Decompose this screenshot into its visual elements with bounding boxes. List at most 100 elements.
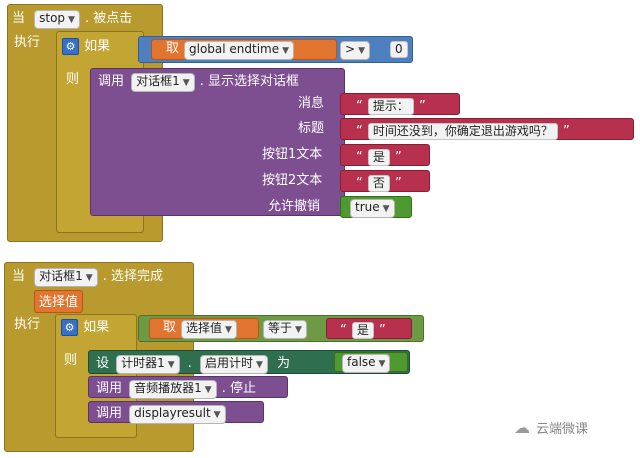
quote-close: ” bbox=[418, 99, 426, 114]
get-label: 取 bbox=[166, 41, 180, 56]
call-procedure-header: 调用 displayresult▼ bbox=[96, 402, 226, 424]
if-header-1: ⚙ 如果 bbox=[62, 35, 110, 57]
property-dropdown[interactable]: 启用计时▼ bbox=[200, 355, 268, 374]
button2-param-label: 按钮2文本 bbox=[262, 173, 323, 188]
when-label: 当 bbox=[12, 269, 26, 284]
component-dropdown-stop[interactable]: stop▼ bbox=[34, 10, 80, 29]
chevron-down-icon: ▼ bbox=[378, 359, 386, 369]
param-dropdown[interactable]: 选择值▼ bbox=[181, 320, 237, 339]
false-dropdown[interactable]: false▼ bbox=[342, 354, 391, 373]
component-name: 对话框1 bbox=[39, 269, 83, 283]
variable-dropdown-endtime[interactable]: global endtime▼ bbox=[184, 41, 295, 60]
title-string: “ 时间还没到，你确定退出游戏吗？ ” bbox=[356, 120, 570, 141]
quote-open: “ bbox=[356, 150, 363, 165]
timer-name: 计时器1 bbox=[121, 356, 165, 370]
yes-value[interactable]: 是 bbox=[351, 322, 374, 339]
quote-close: ” bbox=[394, 150, 402, 165]
player-dropdown[interactable]: 音频播放器1▼ bbox=[129, 380, 217, 399]
do-label: 执行 bbox=[14, 35, 41, 50]
cancelable-param-label: 允许撤销 bbox=[268, 199, 321, 214]
button1-value[interactable]: 是 bbox=[367, 149, 390, 166]
chevron-down-icon: ▼ bbox=[282, 46, 290, 56]
gear-icon[interactable]: ⚙ bbox=[62, 38, 79, 55]
call-label: 调用 bbox=[96, 381, 123, 396]
call-label: 调用 bbox=[96, 406, 123, 421]
wechat-icon: ☁ bbox=[514, 418, 530, 437]
true-dropdown[interactable]: true▼ bbox=[350, 199, 395, 218]
dialog-name: 对话框1 bbox=[136, 74, 180, 88]
param-name: 选择值 bbox=[186, 321, 223, 335]
chevron-down-icon: ▼ bbox=[295, 325, 302, 335]
quote-close: ” bbox=[394, 176, 402, 191]
chevron-down-icon: ▼ bbox=[182, 78, 190, 88]
procedure-name: displayresult bbox=[134, 406, 211, 420]
event-name: . 选择完成 bbox=[102, 269, 164, 284]
quote-close: ” bbox=[378, 323, 386, 338]
button2-value[interactable]: 否 bbox=[367, 175, 390, 192]
chevron-down-icon: ▼ bbox=[85, 273, 93, 283]
quote-close: ” bbox=[562, 124, 570, 139]
component-name: stop bbox=[39, 11, 66, 25]
method-name: . 显示选择对话框 bbox=[199, 74, 300, 89]
chevron-down-icon: ▼ bbox=[358, 46, 365, 56]
equals-value: 等于 bbox=[268, 321, 293, 335]
chevron-down-icon: ▼ bbox=[256, 360, 263, 370]
equals-dropdown[interactable]: 等于▼ bbox=[263, 320, 307, 339]
event-header-1: 当 stop▼ . 被点击 bbox=[12, 7, 132, 29]
if-label: 如果 bbox=[84, 39, 111, 54]
param-label: 选择值 bbox=[39, 295, 79, 310]
false-value: false bbox=[347, 355, 376, 369]
quote-open: “ bbox=[356, 99, 363, 114]
button2-string: “ 否 ” bbox=[356, 172, 402, 193]
message-string: “ 提示： ” bbox=[356, 95, 426, 116]
dot-label: . bbox=[187, 356, 192, 371]
if-label: 如果 bbox=[83, 320, 110, 335]
operator-dropdown[interactable]: >▼ bbox=[340, 41, 370, 60]
variable-name: global endtime bbox=[189, 42, 280, 56]
procedure-dropdown[interactable]: displayresult▼ bbox=[129, 405, 226, 424]
event-header-2: 当 对话框1▼ . 选择完成 bbox=[12, 265, 163, 287]
event-name: . 被点击 bbox=[85, 11, 133, 26]
message-value[interactable]: 提示： bbox=[367, 98, 414, 115]
call-player-header: 调用 音频播放器1▼ . 停止 bbox=[96, 377, 256, 399]
chevron-down-icon: ▼ bbox=[167, 360, 175, 370]
operator-value: > bbox=[345, 42, 356, 56]
property-name: 启用计时 bbox=[205, 356, 254, 370]
quote-open: “ bbox=[356, 176, 363, 191]
button1-string: “ 是 ” bbox=[356, 146, 402, 167]
message-param-label: 消息 bbox=[298, 96, 325, 111]
chevron-down-icon: ▼ bbox=[204, 385, 212, 395]
param-chip[interactable]: 选择值 bbox=[34, 290, 84, 313]
player-name: 音频播放器1 bbox=[134, 381, 202, 395]
stop-method: . 停止 bbox=[221, 381, 257, 396]
chevron-down-icon: ▼ bbox=[382, 204, 390, 214]
title-param-label: 标题 bbox=[298, 121, 325, 136]
component-dropdown-dialog[interactable]: 对话框1▼ bbox=[34, 268, 98, 287]
call-header: 调用 对话框1▼ . 显示选择对话框 bbox=[98, 70, 299, 92]
do-label: 执行 bbox=[14, 317, 41, 332]
get-label: 取 bbox=[163, 320, 177, 335]
number-zero[interactable]: 0 bbox=[390, 41, 408, 58]
call-show-chooser-block[interactable] bbox=[90, 68, 345, 216]
chevron-down-icon: ▼ bbox=[68, 15, 75, 25]
set-header: 设 计时器1▼ . 启用计时▼ 为 bbox=[96, 352, 290, 374]
call-label: 调用 bbox=[98, 74, 125, 89]
chevron-down-icon: ▼ bbox=[225, 325, 232, 335]
if-header-2: ⚙ 如果 bbox=[61, 316, 109, 338]
then-label: 则 bbox=[64, 353, 78, 368]
title-value[interactable]: 时间还没到，你确定退出游戏吗？ bbox=[367, 123, 558, 140]
true-value: true bbox=[355, 200, 380, 214]
timer-dropdown[interactable]: 计时器1▼ bbox=[116, 355, 180, 374]
dialog-dropdown[interactable]: 对话框1▼ bbox=[131, 73, 195, 92]
watermark-text: 云端微课 bbox=[536, 422, 589, 437]
watermark: ☁ 云端微课 bbox=[514, 418, 588, 437]
chevron-down-icon: ▼ bbox=[213, 410, 221, 420]
set-label: 设 bbox=[96, 356, 110, 371]
when-label: 当 bbox=[12, 11, 26, 26]
quote-open: “ bbox=[356, 124, 363, 139]
gear-icon[interactable]: ⚙ bbox=[61, 319, 78, 336]
to-label: 为 bbox=[277, 356, 291, 371]
quote-open: “ bbox=[340, 323, 347, 338]
then-label: 则 bbox=[66, 72, 80, 87]
string-yes: “ 是 ” bbox=[340, 319, 386, 340]
